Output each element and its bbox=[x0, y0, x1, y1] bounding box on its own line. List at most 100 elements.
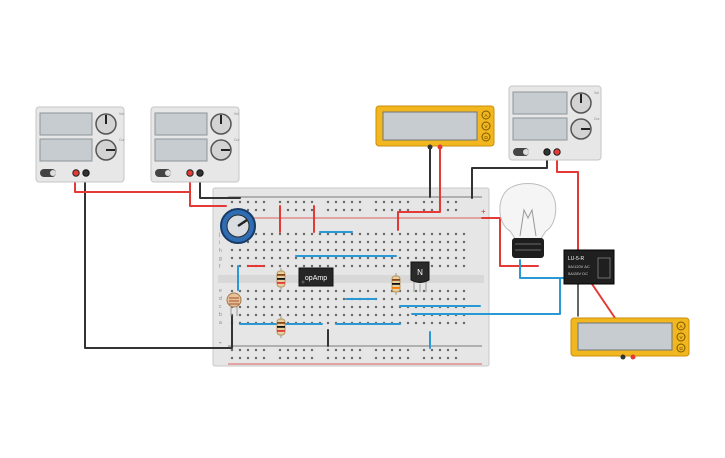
breadboard-hole[interactable] bbox=[310, 200, 314, 204]
breadboard-hole[interactable] bbox=[326, 297, 330, 301]
breadboard-hole[interactable] bbox=[230, 264, 234, 268]
breadboard-hole[interactable] bbox=[374, 208, 378, 212]
breadboard-hole[interactable] bbox=[414, 297, 418, 301]
breadboard-hole[interactable] bbox=[302, 313, 306, 317]
breadboard-hole[interactable] bbox=[462, 248, 466, 252]
breadboard-hole[interactable] bbox=[390, 248, 394, 252]
breadboard-hole[interactable] bbox=[366, 240, 370, 244]
breadboard-hole[interactable] bbox=[302, 240, 306, 244]
breadboard-hole[interactable] bbox=[382, 248, 386, 252]
breadboard-hole[interactable] bbox=[342, 208, 346, 212]
breadboard-hole[interactable] bbox=[430, 289, 434, 293]
breadboard-hole[interactable] bbox=[230, 348, 234, 352]
breadboard-hole[interactable] bbox=[262, 305, 266, 309]
breadboard-hole[interactable] bbox=[294, 348, 298, 352]
breadboard-hole[interactable] bbox=[230, 356, 234, 360]
breadboard-hole[interactable] bbox=[438, 264, 442, 268]
wires[interactable] bbox=[74, 146, 616, 349]
breadboard-hole[interactable] bbox=[438, 348, 442, 352]
breadboard-hole[interactable] bbox=[358, 248, 362, 252]
breadboard-hole[interactable] bbox=[358, 256, 362, 260]
breadboard-hole[interactable] bbox=[326, 321, 330, 325]
breadboard-hole[interactable] bbox=[302, 348, 306, 352]
breadboard-hole[interactable] bbox=[446, 256, 450, 260]
breadboard-hole[interactable] bbox=[262, 232, 266, 236]
breadboard-hole[interactable] bbox=[278, 356, 282, 360]
breadboard-hole[interactable] bbox=[398, 348, 402, 352]
breadboard-hole[interactable] bbox=[454, 200, 458, 204]
wire-blue[interactable] bbox=[519, 259, 567, 279]
breadboard-hole[interactable] bbox=[414, 321, 418, 325]
breadboard-hole[interactable] bbox=[382, 289, 386, 293]
breadboard-hole[interactable] bbox=[254, 256, 258, 260]
breadboard-hole[interactable] bbox=[358, 264, 362, 268]
potentiometer[interactable] bbox=[220, 208, 256, 244]
breadboard-hole[interactable] bbox=[334, 313, 338, 317]
breadboard-hole[interactable] bbox=[278, 305, 282, 309]
breadboard-hole[interactable] bbox=[350, 240, 354, 244]
breadboard-hole[interactable] bbox=[262, 348, 266, 352]
breadboard-hole[interactable] bbox=[430, 348, 434, 352]
breadboard-hole[interactable] bbox=[254, 232, 258, 236]
breadboard-hole[interactable] bbox=[414, 289, 418, 293]
breadboard-hole[interactable] bbox=[246, 256, 250, 260]
breadboard-hole[interactable] bbox=[422, 232, 426, 236]
breadboard-hole[interactable] bbox=[446, 240, 450, 244]
breadboard-hole[interactable] bbox=[302, 264, 306, 268]
breadboard-hole[interactable] bbox=[294, 208, 298, 212]
breadboard-hole[interactable] bbox=[446, 264, 450, 268]
breadboard-hole[interactable] bbox=[326, 348, 330, 352]
breadboard-hole[interactable] bbox=[326, 248, 330, 252]
breadboard-hole[interactable] bbox=[366, 256, 370, 260]
photoresistor[interactable] bbox=[226, 292, 242, 316]
breadboard-hole[interactable] bbox=[254, 248, 258, 252]
breadboard-hole[interactable] bbox=[310, 313, 314, 317]
breadboard-hole[interactable] bbox=[398, 256, 402, 260]
breadboard-hole[interactable] bbox=[278, 256, 282, 260]
breadboard-hole[interactable] bbox=[246, 356, 250, 360]
breadboard-hole[interactable] bbox=[350, 348, 354, 352]
breadboard-hole[interactable] bbox=[462, 256, 466, 260]
breadboard-hole[interactable] bbox=[438, 256, 442, 260]
breadboard-hole[interactable] bbox=[294, 256, 298, 260]
breadboard-hole[interactable] bbox=[310, 264, 314, 268]
breadboard-hole[interactable] bbox=[438, 321, 442, 325]
breadboard-hole[interactable] bbox=[390, 264, 394, 268]
breadboard-hole[interactable] bbox=[462, 321, 466, 325]
wire-red[interactable] bbox=[591, 283, 616, 319]
breadboard-hole[interactable] bbox=[254, 356, 258, 360]
multimeter[interactable]: A V Ω bbox=[570, 317, 690, 360]
breadboard-hole[interactable] bbox=[342, 240, 346, 244]
breadboard-hole[interactable] bbox=[422, 256, 426, 260]
breadboard-hole[interactable] bbox=[262, 200, 266, 204]
breadboard-hole[interactable] bbox=[446, 321, 450, 325]
breadboard-hole[interactable] bbox=[334, 297, 338, 301]
breadboard-hole[interactable] bbox=[438, 232, 442, 236]
breadboard-hole[interactable] bbox=[254, 208, 258, 212]
breadboard-hole[interactable] bbox=[302, 232, 306, 236]
breadboard-hole[interactable] bbox=[254, 297, 258, 301]
breadboard-hole[interactable] bbox=[294, 305, 298, 309]
breadboard-hole[interactable] bbox=[286, 313, 290, 317]
breadboard-hole[interactable] bbox=[342, 297, 346, 301]
breadboard-hole[interactable] bbox=[238, 313, 242, 317]
breadboard-hole[interactable] bbox=[430, 297, 434, 301]
breadboard-hole[interactable] bbox=[382, 232, 386, 236]
breadboard-hole[interactable] bbox=[358, 313, 362, 317]
probe-terminal-black[interactable] bbox=[620, 354, 626, 360]
npn-transistor[interactable]: N bbox=[410, 261, 430, 292]
breadboard-hole[interactable] bbox=[286, 232, 290, 236]
mode-button-ohm[interactable] bbox=[481, 132, 491, 142]
breadboard-hole[interactable] bbox=[406, 208, 410, 212]
breadboard-hole[interactable] bbox=[294, 200, 298, 204]
breadboard-hole[interactable] bbox=[342, 313, 346, 317]
breadboard-hole[interactable] bbox=[422, 240, 426, 244]
breadboard-hole[interactable] bbox=[454, 264, 458, 268]
breadboard-hole[interactable] bbox=[334, 348, 338, 352]
terminal-black[interactable] bbox=[196, 169, 204, 177]
breadboard-hole[interactable] bbox=[286, 305, 290, 309]
breadboard-hole[interactable] bbox=[286, 240, 290, 244]
breadboard-hole[interactable] bbox=[230, 256, 234, 260]
breadboard-hole[interactable] bbox=[302, 200, 306, 204]
breadboard-hole[interactable] bbox=[238, 289, 242, 293]
